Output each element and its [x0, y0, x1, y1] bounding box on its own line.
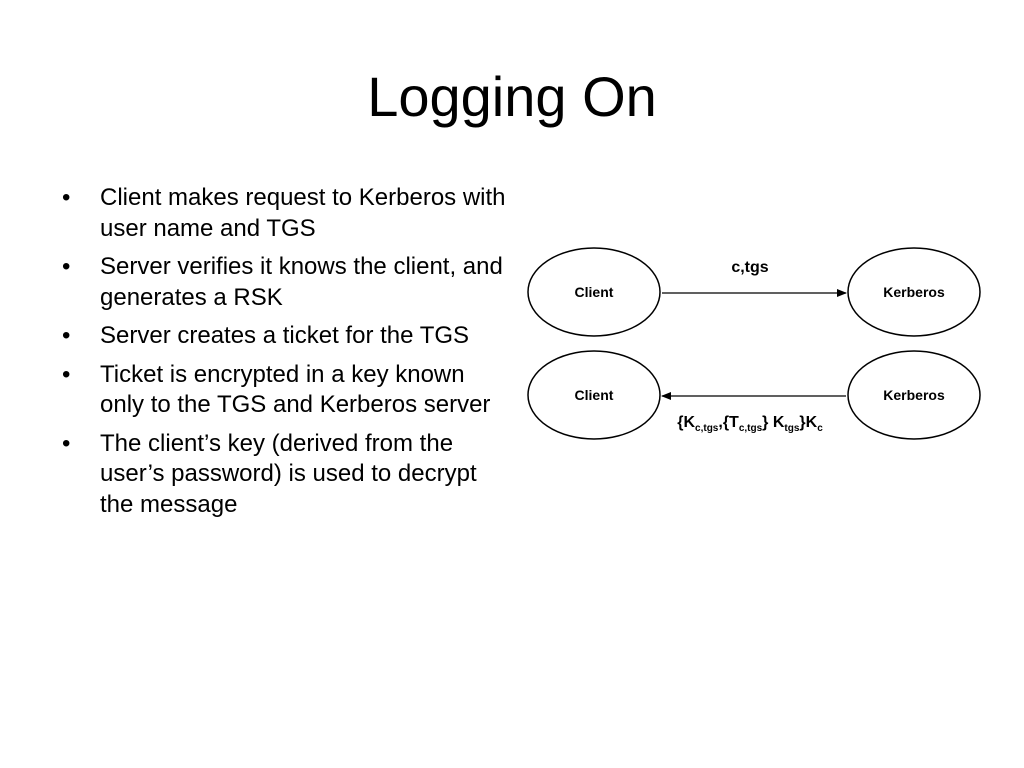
- bullet-marker: •: [62, 184, 71, 211]
- bullet-item: • Client makes request to Kerberos with u…: [58, 183, 508, 244]
- kerberos-node-2: [847, 350, 981, 440]
- bullet-list: • Client makes request to Kerberos with u…: [58, 183, 508, 528]
- bullet-marker: •: [62, 322, 71, 349]
- bullet-text: The client’s key (derived from the user’…: [100, 429, 477, 518]
- label-subscript: tgs: [784, 423, 799, 434]
- label-subscript: c,tgs: [739, 423, 763, 434]
- label-part: ,{T: [718, 414, 739, 431]
- bullet-marker: •: [62, 360, 71, 388]
- bullet-item: • Ticket is encrypted in a key known only…: [58, 360, 508, 421]
- client-node-2-label: Client: [575, 387, 614, 403]
- bullet-text: Client makes request to Kerberos with us…: [100, 184, 506, 242]
- label-subscript: c: [817, 423, 823, 434]
- kerberos-logon-diagram: Client Kerberos c,tgs Client Kerberos {K…: [527, 247, 981, 440]
- label-part: }K: [799, 414, 817, 431]
- slide-title: Logging On: [367, 65, 657, 128]
- label-part: {K: [677, 414, 695, 431]
- response-arrow-label: {Kc,tgs,{Tc,tgs} Ktgs}Kc: [677, 414, 823, 434]
- bullet-item: • The client’s key (derived from the user…: [58, 429, 508, 521]
- bullet-text: Server creates a ticket for the TGS: [100, 322, 470, 349]
- client-node-2: [527, 350, 661, 440]
- label-subscript: c,tgs: [695, 423, 719, 434]
- kerberos-node-2-label: Kerberos: [883, 387, 945, 403]
- client-node-1-label: Client: [575, 284, 614, 300]
- bullet-text: Server verifies it knows the client, and…: [100, 253, 503, 311]
- kerberos-node-1: [847, 247, 981, 337]
- bullet-marker: •: [62, 429, 71, 457]
- bullet-item: • Server creates a ticket for the TGS: [58, 321, 508, 352]
- bullet-marker: •: [62, 253, 71, 280]
- client-node-1: [527, 247, 661, 337]
- bullet-item: • Server verifies it knows the client, an…: [58, 252, 508, 313]
- bullet-text: Ticket is encrypted in a key known only …: [100, 360, 491, 419]
- request-arrow-label: c,tgs: [731, 259, 768, 276]
- label-part: } K: [762, 414, 785, 431]
- kerberos-node-1-label: Kerberos: [883, 284, 945, 300]
